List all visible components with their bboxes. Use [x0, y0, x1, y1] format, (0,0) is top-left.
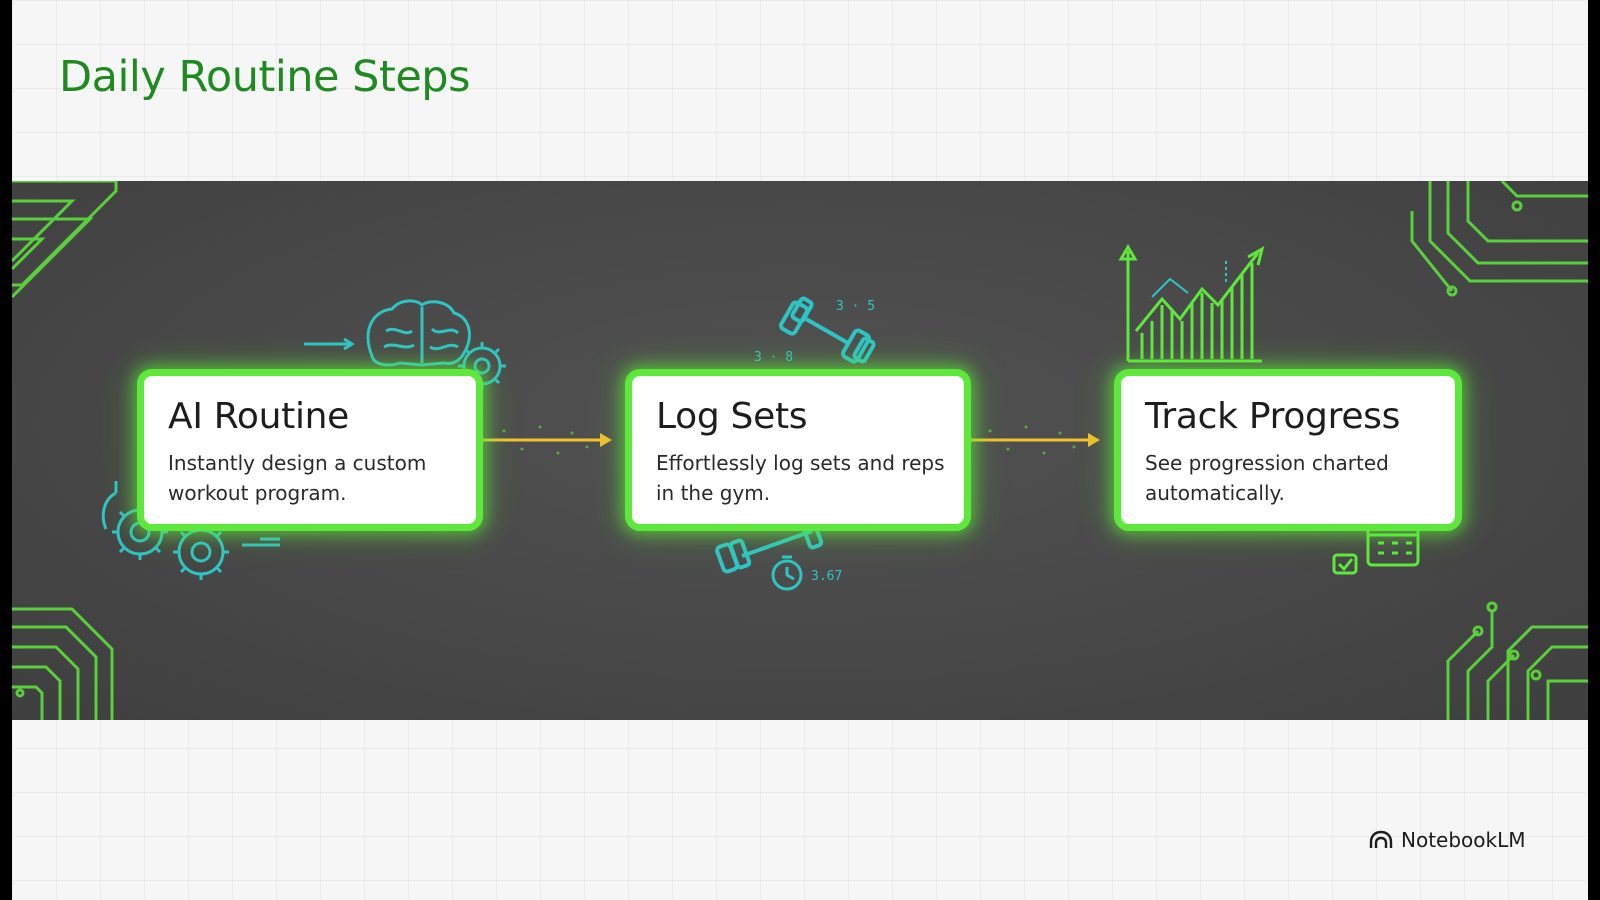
dumbbell-bottom-icon: [715, 518, 824, 574]
circuit-top-left-icon: [12, 181, 118, 299]
dumbbell-icon: [779, 296, 876, 364]
brand-name: NotebookLM: [1401, 828, 1526, 852]
step-title: AI Routine: [168, 396, 350, 437]
step-card-ai-routine: AI Routine Instantly design a custom wor…: [137, 369, 483, 531]
step-title: Log Sets: [656, 396, 808, 437]
arrow-1-icon: [474, 425, 612, 455]
step-description: Instantly design a custom workout progra…: [168, 451, 427, 505]
step-card-log-sets: Log Sets Effortlessly log sets and reps …: [625, 369, 971, 531]
brain-icon: [366, 299, 471, 367]
timer-label: 3.67: [811, 569, 842, 584]
slide-title: Daily Routine Steps: [59, 52, 470, 102]
circuit-bottom-right-icon: [1446, 601, 1588, 720]
slide: Daily Routine Steps: [12, 0, 1588, 900]
growth-chart-icon: [1118, 244, 1265, 363]
step-description: See progression charted automatically.: [1145, 451, 1389, 505]
stopwatch-icon: [771, 555, 803, 591]
step-card-track-progress: Track Progress See progression charted a…: [1114, 369, 1462, 531]
notebooklm-logo-icon: [1369, 830, 1393, 848]
sets-left-label: 3 · 8: [754, 350, 793, 365]
step-title: Track Progress: [1145, 396, 1401, 437]
diagram-band: 3 · 5 3 · 8 3.67: [12, 181, 1588, 720]
circuit-top-right-icon: [1410, 181, 1588, 297]
brand: NotebookLM: [1369, 826, 1526, 854]
arrow-2-icon: [962, 425, 1100, 455]
sets-top-label: 3 · 5: [836, 299, 875, 314]
arrow-left-icon: [304, 337, 355, 351]
circuit-bottom-left-icon: [12, 607, 114, 720]
step-description: Effortlessly log sets and reps in the gy…: [656, 451, 945, 505]
